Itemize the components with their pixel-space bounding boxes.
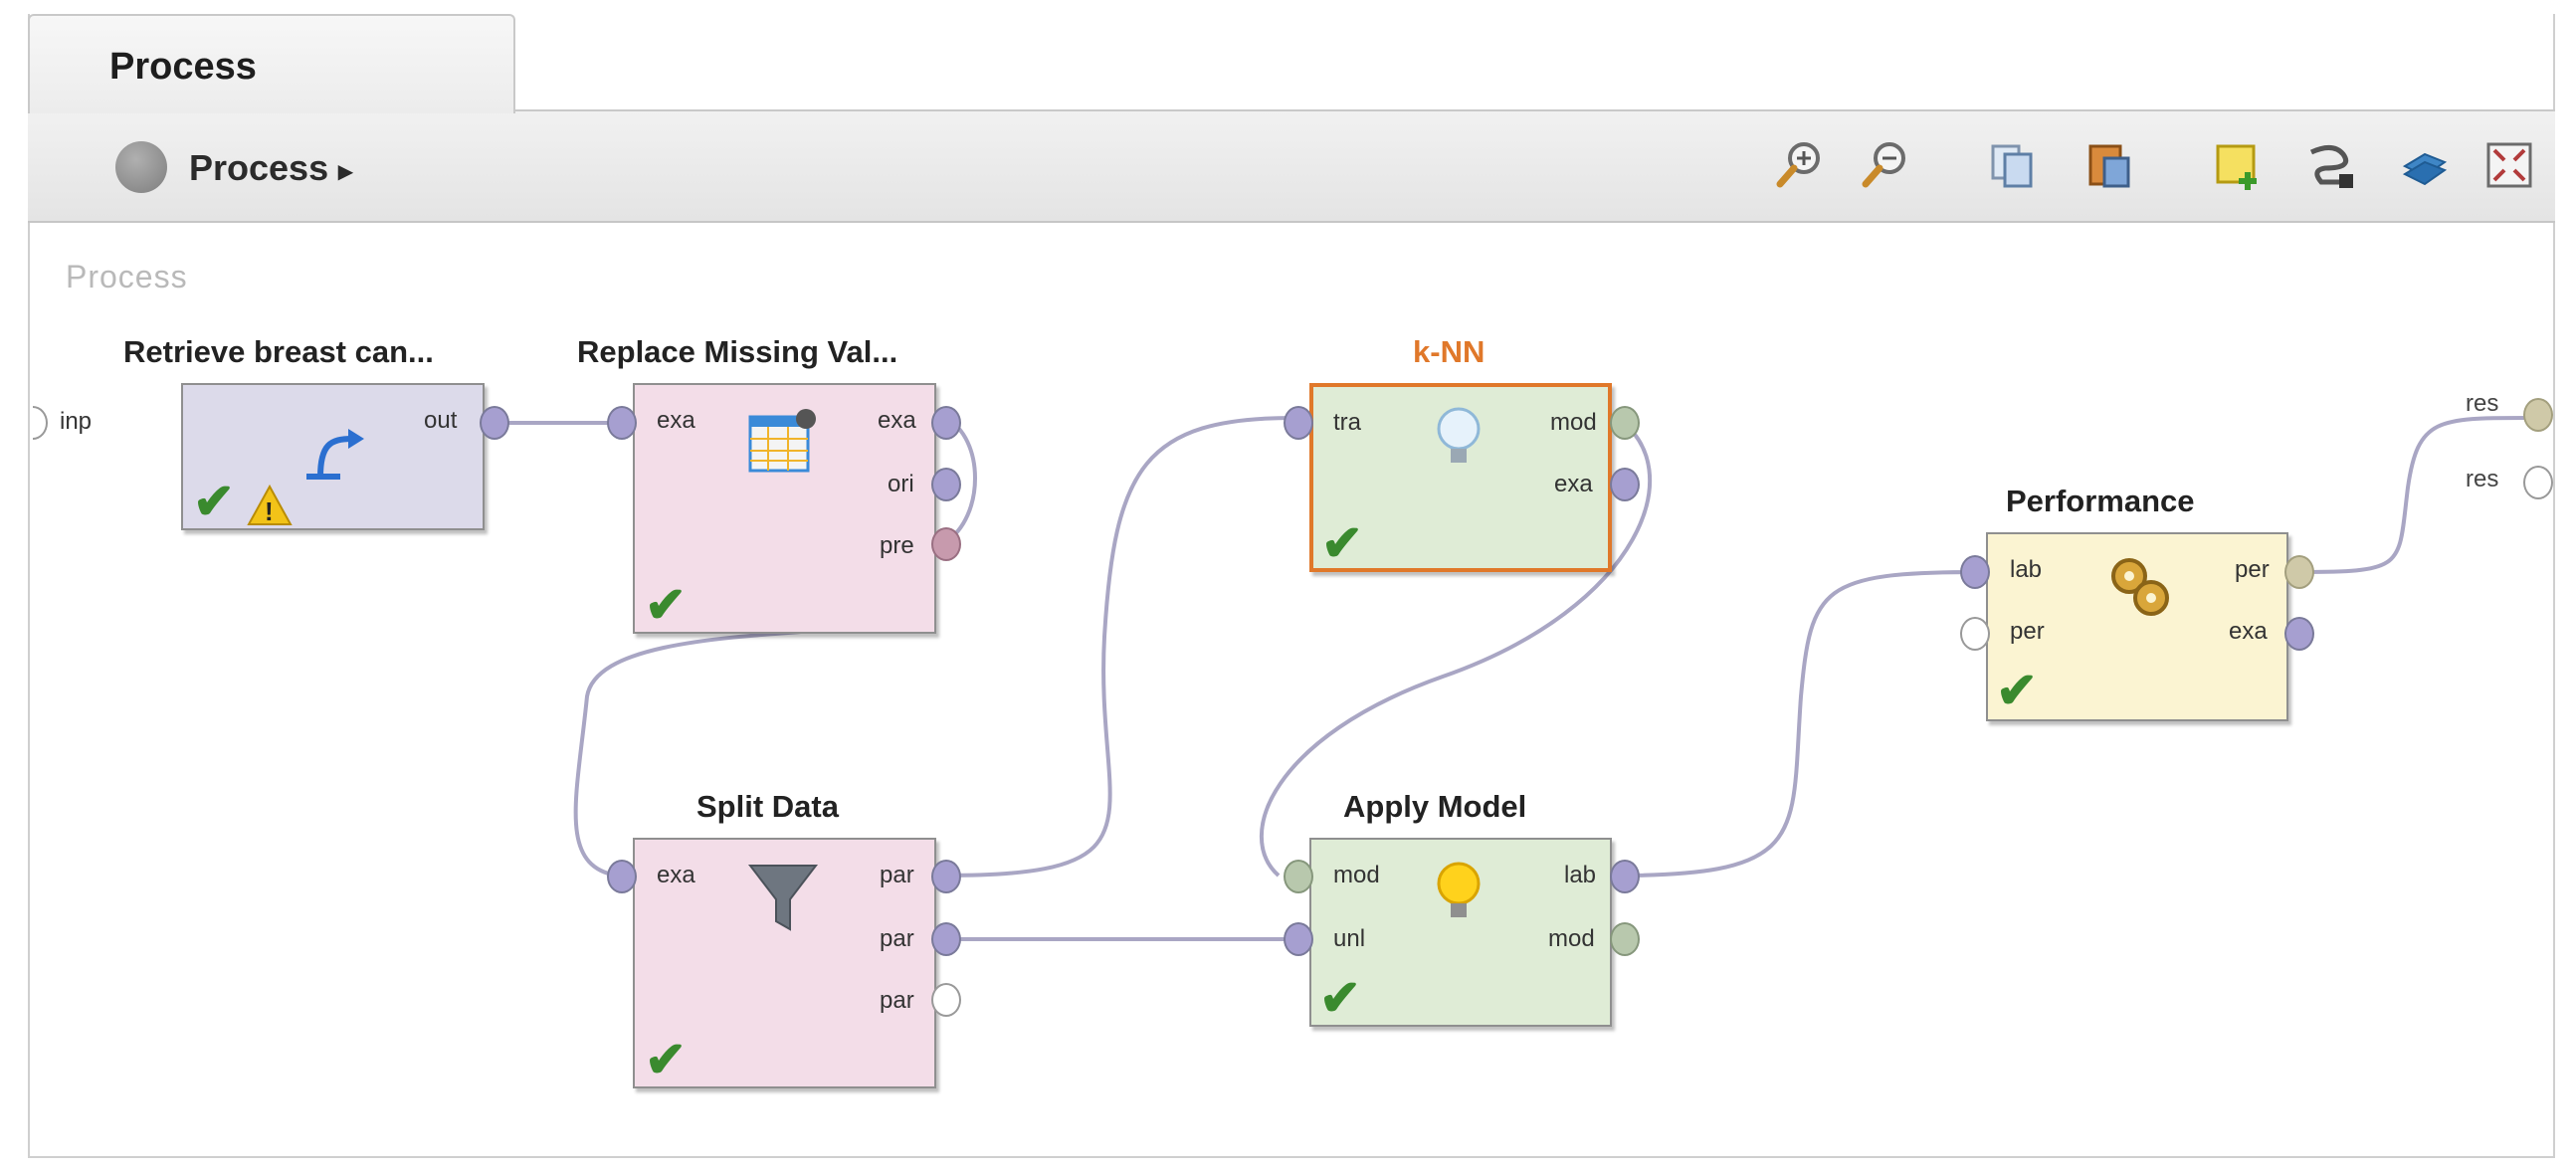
replace-port-out-label-2: ori xyxy=(888,471,914,497)
performance-port-in-1[interactable] xyxy=(1960,555,1990,589)
lightbulb-on-icon xyxy=(1437,862,1481,917)
split-port-in-label: exa xyxy=(657,862,695,888)
replace-port-out-2[interactable] xyxy=(931,468,961,501)
wire-knn-to-apply xyxy=(1259,416,1652,878)
tab-divider xyxy=(515,109,2555,111)
knn-port-out-label-1: mod xyxy=(1550,409,1597,436)
operator-split-data[interactable]: exa par par par ✔ xyxy=(633,838,936,1088)
operator-retrieve[interactable]: out ✔ ! xyxy=(181,383,485,530)
performance-port-in-2[interactable] xyxy=(1960,617,1990,651)
process-status-icon xyxy=(115,141,167,193)
canvas-title: Process xyxy=(66,259,188,294)
split-port-out-label-2: par xyxy=(880,925,914,952)
knn-port-out-2[interactable] xyxy=(1610,468,1640,501)
copy-icon[interactable] xyxy=(1980,133,2044,197)
operator-title-knn: k-NN xyxy=(1413,334,1486,369)
performance-port-out-2[interactable] xyxy=(2284,617,2314,651)
gears-icon xyxy=(2111,558,2169,616)
replace-port-out-label-3: pre xyxy=(880,532,914,559)
split-port-out-2[interactable] xyxy=(931,922,961,956)
replace-port-in-label: exa xyxy=(657,407,695,434)
result-port-1[interactable] xyxy=(2523,398,2553,432)
status-check-icon: ✔ xyxy=(645,1032,687,1087)
wire-performance-to-result xyxy=(2297,416,2528,574)
replace-port-out-3[interactable] xyxy=(931,527,961,561)
apply-port-out-label-2: mod xyxy=(1548,925,1595,952)
performance-port-in-label-2: per xyxy=(2010,618,2045,645)
retrieve-port-out[interactable] xyxy=(480,406,509,440)
process-toolbar: Process ▸ xyxy=(28,111,2555,223)
operator-apply-model[interactable]: mod unl lab mod ✔ xyxy=(1309,838,1612,1027)
result-port-label-1: res xyxy=(2466,390,2499,417)
split-port-out-label-1: par xyxy=(880,862,914,888)
replace-port-in[interactable] xyxy=(607,406,637,440)
breadcrumb-label: Process xyxy=(189,147,329,188)
tab-process[interactable]: Process xyxy=(28,14,515,113)
knn-port-out-1[interactable] xyxy=(1610,406,1640,440)
breadcrumb[interactable]: Process ▸ xyxy=(189,147,352,189)
status-check-icon: ✔ xyxy=(645,577,687,633)
breadcrumb-arrow-icon: ▸ xyxy=(338,155,353,186)
zoom-out-icon[interactable] xyxy=(1853,133,1916,197)
wire-apply-to-performance xyxy=(1616,570,1981,878)
split-port-out-1[interactable] xyxy=(931,860,961,893)
knn-port-out-label-2: exa xyxy=(1554,471,1593,497)
apply-port-out-1[interactable] xyxy=(1610,860,1640,893)
operator-performance[interactable]: lab per per exa ✔ xyxy=(1986,532,2288,721)
operator-knn[interactable]: tra mod exa ✔ xyxy=(1309,383,1612,572)
apply-port-in-label-1: mod xyxy=(1333,862,1380,888)
split-port-out-label-3: par xyxy=(880,987,914,1014)
lightbulb-icon xyxy=(1437,407,1481,463)
result-port-label-2: res xyxy=(2466,466,2499,492)
operator-title-split: Split Data xyxy=(696,789,839,824)
status-check-icon: ✔ xyxy=(193,474,235,529)
performance-port-out-label-1: per xyxy=(2235,556,2270,583)
knn-port-in-label: tra xyxy=(1333,409,1362,436)
apply-port-in-label-2: unl xyxy=(1333,925,1366,952)
paste-icon[interactable] xyxy=(2078,133,2141,197)
apply-port-out-2[interactable] xyxy=(1610,922,1640,956)
table-grid-icon xyxy=(748,409,816,473)
operator-title-replace: Replace Missing Val... xyxy=(577,334,898,369)
status-check-icon: ✔ xyxy=(1319,970,1361,1026)
retrieve-port-out-label: out xyxy=(424,407,458,434)
status-check-icon: ✔ xyxy=(1321,515,1363,571)
process-input-label: inp xyxy=(60,408,93,435)
knn-port-in[interactable] xyxy=(1284,406,1313,440)
operator-title-performance: Performance xyxy=(2006,484,2195,518)
fit-view-icon[interactable] xyxy=(2477,133,2541,197)
operator-title-retrieve: Retrieve breast can... xyxy=(123,334,434,369)
replace-port-out-label-1: exa xyxy=(878,407,916,434)
wire-split-to-knn xyxy=(944,416,1294,878)
zoom-in-icon[interactable] xyxy=(1767,133,1831,197)
apply-port-in-1[interactable] xyxy=(1284,860,1313,893)
warning-icon xyxy=(247,485,293,525)
split-port-out-3[interactable] xyxy=(931,983,961,1017)
auto-wire-icon[interactable] xyxy=(2298,133,2362,197)
status-check-icon: ✔ xyxy=(1996,663,2038,718)
result-port-2[interactable] xyxy=(2523,466,2553,499)
replace-port-out-1[interactable] xyxy=(931,406,961,440)
funnel-icon xyxy=(747,865,819,931)
add-note-icon[interactable] xyxy=(2207,133,2271,197)
apply-port-in-2[interactable] xyxy=(1284,922,1313,956)
warning-mark: ! xyxy=(265,496,274,526)
operator-replace-missing-values[interactable]: exa exa ori pre ✔ xyxy=(633,383,936,634)
performance-port-out-1[interactable] xyxy=(2284,555,2314,589)
layers-icon[interactable] xyxy=(2392,133,2456,197)
tab-process-label: Process xyxy=(109,46,257,88)
retrieve-icon xyxy=(306,429,364,480)
performance-port-out-label-2: exa xyxy=(2229,618,2268,645)
split-port-in[interactable] xyxy=(607,860,637,893)
performance-port-in-label-1: lab xyxy=(2010,556,2043,583)
wire-replace-to-split xyxy=(573,625,867,878)
apply-port-out-label-1: lab xyxy=(1564,862,1597,888)
operator-title-apply: Apply Model xyxy=(1343,789,1527,824)
